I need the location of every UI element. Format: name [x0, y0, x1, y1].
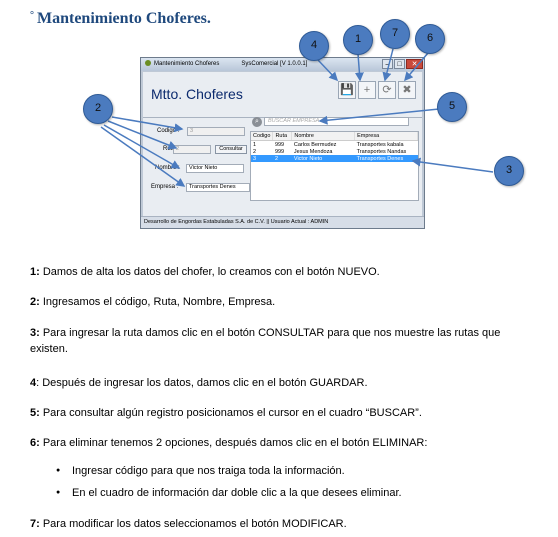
cell-codigo: 3: [251, 155, 273, 162]
instruction-3: 3: Para ingresar la ruta damos clic en e…: [30, 325, 535, 357]
page-title: °Mantenimiento Choferes.: [30, 10, 211, 28]
title-text: Mantenimiento Choferes.: [37, 10, 211, 27]
callout-7: 7: [380, 19, 410, 49]
window-titlebar: Mantenimiento Choferes SysComercial [V 1.…: [141, 58, 424, 71]
arrow-5-search: [318, 108, 440, 125]
instruction-2: 2: Ingresamos el código, Ruta, Nombre, E…: [30, 294, 535, 310]
arrow-3-grid: [411, 157, 494, 173]
empresa-label: Empresa :: [151, 184, 179, 190]
cell-codigo: 1: [253, 141, 257, 148]
header-codigo[interactable]: Codigo: [251, 132, 274, 141]
instruction-6: 6: Para eliminar tenemos 2 opciones, des…: [30, 435, 535, 451]
instruction-1: 1: Damos de alta los datos del chofer, l…: [30, 264, 535, 280]
save-button[interactable]: 💾: [338, 81, 356, 99]
table-header-row: Codigo Ruta Nombre Empresa: [251, 132, 418, 141]
app-window: Mantenimiento Choferes SysComercial [V 1.…: [140, 57, 425, 229]
instruction-number: 4: [30, 377, 37, 389]
callout-4: 4: [299, 31, 329, 61]
instruction-5: 5: Para consultar algún registro posicio…: [30, 405, 535, 421]
drivers-grid[interactable]: Codigo Ruta Nombre Empresa 1 999 Carlos …: [250, 131, 419, 201]
bullet-item: En el cuadro de información dar doble cl…: [56, 487, 402, 499]
codigo-label: Codigo :: [157, 128, 180, 134]
title-mark: °: [30, 10, 34, 21]
table-row[interactable]: 2 999 Jesus Mendoza Transportes Nandas: [251, 148, 418, 155]
cell-empresa: Transportes Denes: [354, 155, 418, 162]
instruction-number: 7:: [30, 518, 40, 530]
cell-ruta: 2: [272, 155, 292, 162]
instruction-7: 7: Para modificar los datos seleccionamo…: [30, 516, 535, 532]
consultar-button[interactable]: Consultar: [215, 145, 247, 154]
instruction-number: 1:: [30, 266, 40, 278]
bullet-item: Ingresar código para que nos traiga toda…: [56, 465, 345, 477]
arrow-2-empresa: [100, 126, 186, 187]
arrow-2-nombre: [103, 124, 181, 169]
cell-nombre: Jesus Mendoza: [293, 148, 333, 155]
toolbar: 💾 + ⟳ ✖: [338, 81, 416, 99]
new-button[interactable]: +: [358, 81, 376, 99]
app-name: SysComercial [V 1.0.0.1]: [241, 61, 308, 67]
arrow-2-codigo: [111, 116, 184, 133]
instruction-number: 6:: [30, 437, 40, 449]
table-row-selected[interactable]: 3 2 Victor Nieto Transportes Denes: [251, 155, 418, 162]
callout-6: 6: [415, 24, 445, 54]
header-ruta[interactable]: Ruta: [272, 132, 293, 141]
header-nombre[interactable]: Nombre: [291, 132, 356, 141]
save-icon: 💾: [340, 84, 354, 96]
search-icon[interactable]: ⌕: [252, 117, 262, 127]
arrow-1-new: [354, 53, 364, 82]
maximize-icon[interactable]: □: [394, 59, 405, 69]
table-row[interactable]: 1 999 Carlos Bermudez Transportes kabala: [251, 141, 418, 149]
cell-empresa: Transportes kabala: [356, 141, 404, 148]
header-empresa[interactable]: Empresa: [354, 132, 418, 141]
instruction-4: 4: Después de ingresar los datos, damos …: [30, 375, 535, 391]
search-input[interactable]: BUSCAR EMPRESA: [264, 117, 409, 126]
instruction-text: Para consultar algún registro posicionam…: [39, 407, 422, 419]
modify-button[interactable]: ⟳: [378, 81, 396, 99]
instruction-number: 3:: [30, 327, 40, 339]
callout-5: 5: [437, 92, 467, 122]
refresh-icon: ⟳: [382, 84, 392, 96]
callout-3: 3: [494, 156, 524, 186]
status-bar: Desarrollo de Engordas Estabuladas S.A. …: [141, 216, 424, 228]
ruta-field[interactable]: 2: [173, 145, 211, 154]
cell-nombre: Carlos Bermudez: [293, 141, 337, 148]
form-heading: Mtto. Choferes: [151, 86, 243, 102]
callout-1: 1: [343, 25, 373, 55]
codigo-field[interactable]: 3: [187, 127, 245, 136]
arrow-6-delete: [404, 52, 429, 82]
window-title: Mantenimiento Choferes: [154, 61, 220, 67]
instruction-number: 5:: [30, 407, 40, 419]
instruction-text: Para eliminar tenemos 2 opciones, despué…: [39, 437, 428, 449]
cell-codigo: 2: [253, 148, 257, 155]
delete-icon: ✖: [402, 84, 412, 96]
arrow-4-save: [317, 59, 339, 82]
add-icon: +: [363, 84, 371, 96]
cell-empresa: Transportes Nandas: [356, 148, 407, 155]
delete-button[interactable]: ✖: [398, 81, 416, 99]
app-icon: [145, 60, 151, 67]
nombre-field[interactable]: Victor Nieto: [186, 164, 244, 173]
cell-ruta: 999: [274, 148, 285, 155]
nombre-label: Nombre :: [155, 165, 180, 171]
instruction-text: Damos de alta los datos del chofer, lo c…: [39, 266, 380, 278]
empresa-field[interactable]: Transportes Denes: [186, 183, 250, 192]
instruction-text: : Después de ingresar los datos, damos c…: [36, 377, 368, 389]
instruction-text: Para ingresar la ruta damos clic en el b…: [30, 327, 501, 355]
arrow-7-modify: [382, 48, 394, 82]
callout-2: 2: [83, 94, 113, 124]
drivers-table: Codigo Ruta Nombre Empresa 1 999 Carlos …: [251, 132, 418, 162]
instruction-text: Para modificar los datos seleccionamos e…: [39, 518, 347, 530]
arrow-2-ruta: [107, 120, 178, 150]
instruction-text: Ingresamos el código, Ruta, Nombre, Empr…: [39, 296, 276, 308]
cell-ruta: 999: [274, 141, 285, 148]
instruction-number: 2:: [30, 296, 40, 308]
cell-nombre: Victor Nieto: [291, 155, 355, 162]
